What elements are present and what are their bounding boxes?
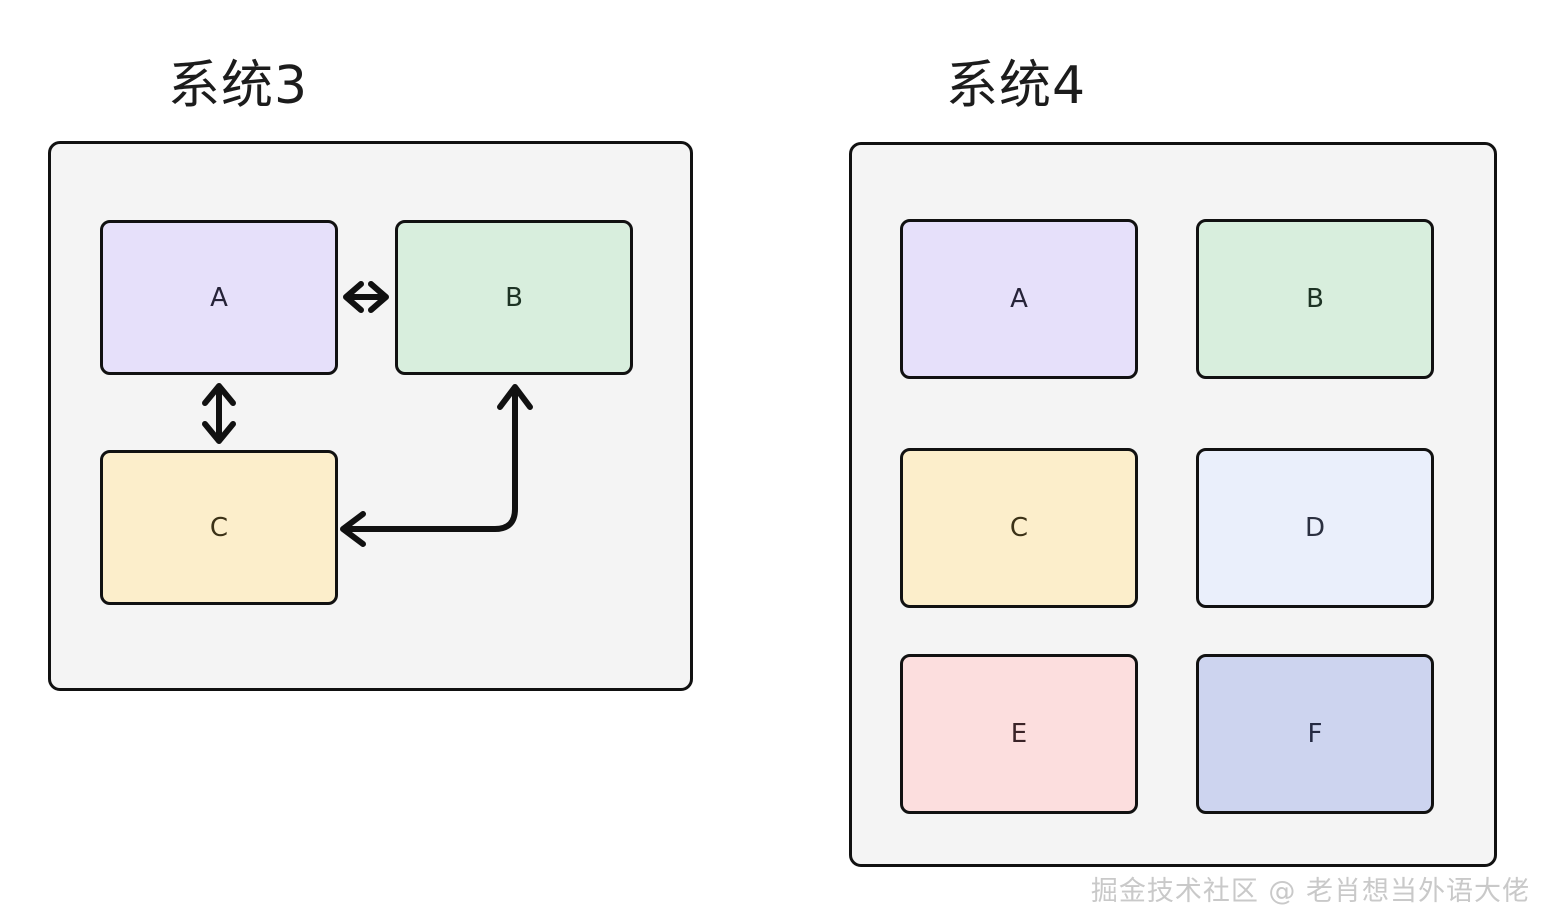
node-system4-f[interactable]: F [1196, 654, 1434, 814]
node-label: A [210, 282, 228, 313]
node-label: B [1306, 284, 1324, 314]
node-label: D [1304, 513, 1326, 543]
node-system4-d[interactable]: D [1196, 448, 1434, 608]
node-label: F [1307, 719, 1323, 749]
node-system4-e[interactable]: E [900, 654, 1138, 814]
node-label: C [209, 512, 229, 543]
node-system3-c[interactable]: C [100, 450, 338, 605]
node-label: E [1010, 719, 1028, 749]
node-label: A [1010, 284, 1028, 314]
node-system3-a[interactable]: A [100, 220, 338, 375]
node-system4-b[interactable]: B [1196, 219, 1434, 379]
node-system4-a[interactable]: A [900, 219, 1138, 379]
panel-title-system4: 系统4 [946, 56, 1087, 116]
panel-title-system3: 系统3 [168, 56, 309, 116]
node-system4-c[interactable]: C [900, 448, 1138, 608]
node-label: C [1009, 513, 1029, 543]
node-system3-b[interactable]: B [395, 220, 633, 375]
node-label: B [505, 282, 523, 313]
watermark-text: 掘金技术社区 @ 老肖想当外语大佬 [1090, 876, 1530, 907]
